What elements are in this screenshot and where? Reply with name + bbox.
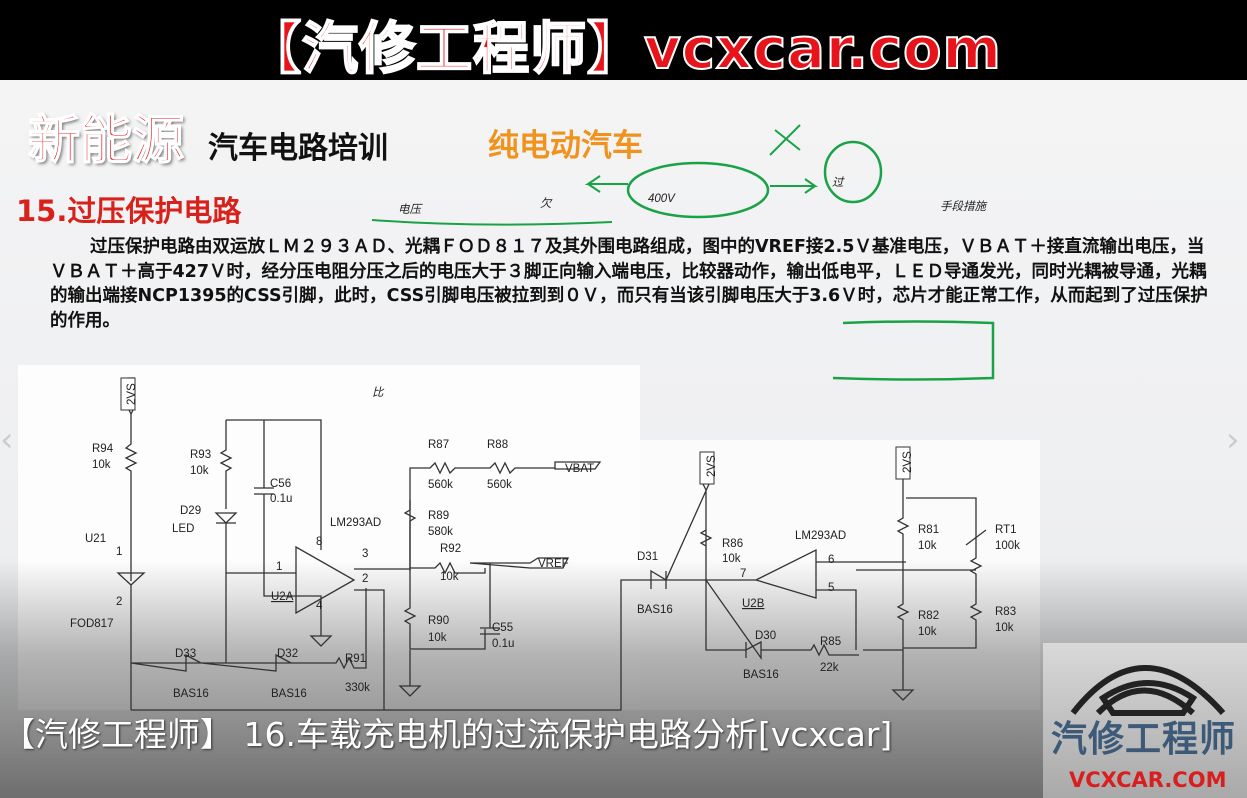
r86-value: 10k: [722, 553, 741, 565]
circuit-labels: 2VS 2VS 2VS R94 10k R93 10k C56 0.1u D29LED…: [70, 383, 1020, 700]
r87-value: 560k: [428, 479, 453, 491]
vbat-label: VBAT: [565, 463, 594, 475]
supply-label: 2VS: [902, 451, 914, 473]
section-title: 15.过压保护电路: [16, 194, 242, 228]
pin-label: 2: [362, 573, 368, 585]
r85-value: 22k: [820, 662, 839, 674]
d31-label: D31: [637, 551, 658, 563]
course-title: 汽车电路培训: [208, 131, 388, 166]
r91-value: 330k: [345, 682, 370, 694]
handwriting-voltage: 电压: [398, 203, 423, 216]
r88-label: R88: [487, 439, 508, 451]
pin-label: 7: [740, 568, 746, 580]
r94-label: R94: [92, 443, 114, 455]
pin-label: 3: [362, 548, 368, 560]
next-slide-icon[interactable]: ›: [1226, 420, 1240, 460]
banner: 【汽修工程师】vcxcar.com: [0, 0, 1247, 83]
r82-label: R82: [918, 610, 939, 622]
fod817-label: FOD817: [70, 618, 113, 630]
pin-label: 8: [316, 536, 322, 548]
video-overlay: [0, 560, 1247, 798]
u2b-label: U2B: [742, 598, 765, 610]
d33-label: D33: [175, 648, 196, 660]
pin-label: 2: [116, 596, 122, 608]
d31-type: BAS16: [637, 604, 673, 616]
u21-label: U21: [85, 533, 106, 545]
d33-type: BAS16: [173, 688, 209, 700]
handwriting-compare: 比: [372, 386, 385, 399]
d32-type: BAS16: [271, 688, 307, 700]
vref-label: VREF: [538, 558, 569, 570]
handwriting-400v: 400V: [648, 193, 676, 205]
watermark-logo: 汽修工程师 VCXCAR.COM: [1043, 643, 1247, 798]
handwriting-measures: 手段措施: [940, 200, 987, 213]
r82-value: 10k: [918, 626, 937, 638]
supply-label: 2VS: [126, 383, 138, 405]
handwriting-under: 欠: [540, 197, 553, 210]
r92-value: 10k: [440, 571, 459, 583]
pin-label: 5: [828, 582, 834, 594]
r81-value: 10k: [918, 540, 937, 552]
r86-label: R86: [722, 538, 743, 550]
prev-slide-icon[interactable]: ‹: [0, 420, 14, 460]
rt1-value: 100k: [995, 540, 1020, 552]
lm293ad-label: LM293AD: [330, 517, 381, 529]
lm293ad-label: LM293AD: [795, 530, 846, 542]
brand-title: 新能源: [27, 110, 185, 172]
r93-label: R93: [190, 449, 211, 461]
u2a-label: U2A: [271, 591, 294, 603]
pin-label: 4: [316, 600, 323, 612]
r90-label: R90: [428, 615, 449, 627]
r81-label: R81: [918, 524, 939, 536]
car-logo-icon: [1070, 665, 1226, 716]
handwriting-circle: [823, 140, 883, 204]
c56-value: 0.1u: [270, 493, 292, 505]
pin-label: 6: [828, 554, 834, 566]
description-paragraph: 过压保护电路由双运放ＬＭ２９３ＡＤ、光耦ＦＯＤ８１７及其外围电路组成，图中的VR…: [50, 237, 1208, 331]
r83-label: R83: [995, 606, 1016, 618]
d29-type: LED: [172, 523, 194, 535]
logo-text: 汽修工程师: [1051, 719, 1237, 760]
handwritten-annotations: 电压 欠 400V 过 手段措施 比: [371, 124, 995, 399]
r89-value: 580k: [428, 526, 453, 538]
video-caption: 【汽修工程师】 16.车载充电机的过流保护电路分析[vcxcar]: [2, 715, 893, 754]
slide-subtitle: 纯电动汽车: [488, 128, 643, 164]
handwriting-box: [832, 320, 995, 381]
r83-value: 10k: [995, 622, 1014, 634]
r92-label: R92: [440, 543, 461, 555]
r85-label: R85: [820, 636, 841, 648]
r88-value: 560k: [487, 479, 512, 491]
supply-label: 2VS: [706, 455, 718, 477]
c56-label: C56: [270, 478, 291, 490]
r87-label: R87: [428, 439, 449, 451]
r91-label: R91: [345, 653, 366, 665]
c55-label: C55: [492, 622, 513, 634]
d29-label: D29: [180, 505, 201, 517]
banner-title: 【汽修工程师】vcxcar.com: [244, 16, 1002, 83]
r89-label: R89: [428, 510, 449, 522]
d30-type: BAS16: [743, 669, 779, 681]
pin-label: 1: [276, 561, 282, 573]
r94-value: 10k: [92, 459, 111, 471]
c55-value: 0.1u: [492, 638, 514, 650]
handwriting-over: 过: [832, 176, 845, 189]
logo-url: VCXCAR.COM: [1069, 768, 1227, 792]
pin-label: 1: [116, 546, 122, 558]
handwriting-circle: [626, 161, 770, 219]
r93-value: 10k: [190, 465, 209, 477]
r90-value: 10k: [428, 632, 447, 644]
d32-label: D32: [277, 648, 298, 660]
d30-label: D30: [755, 630, 776, 642]
rt1-label: RT1: [995, 524, 1017, 536]
